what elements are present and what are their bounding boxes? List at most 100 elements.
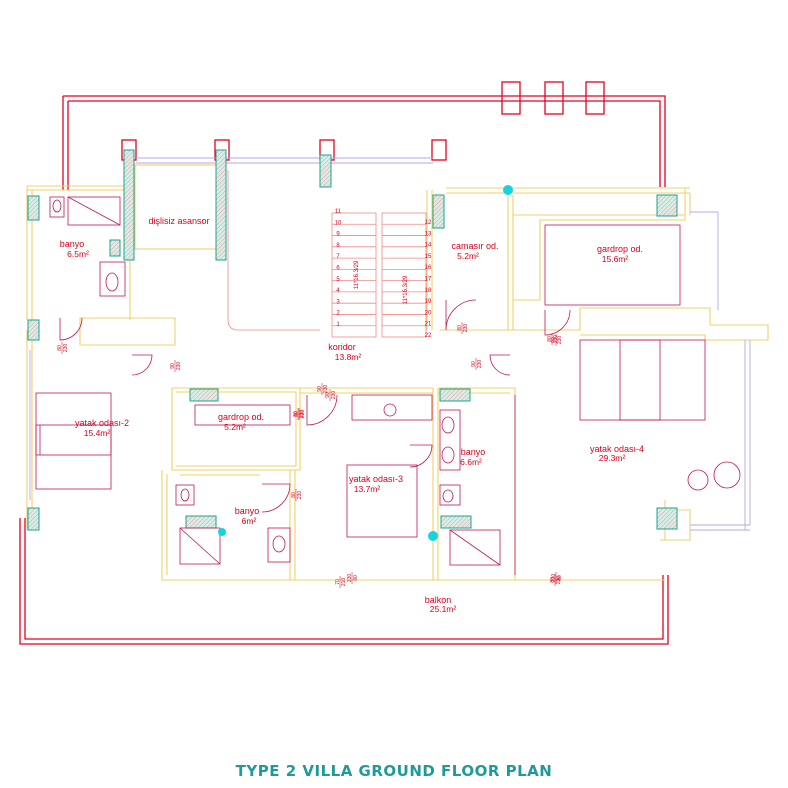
stair-step-number: 12 (425, 220, 432, 226)
door-tag-top: 90 (170, 363, 176, 369)
stair-step-number: 19 (425, 299, 432, 305)
glass-lines (29, 211, 751, 531)
room-area: 15.6m² (602, 254, 629, 264)
stair-step-number: 1 (336, 322, 340, 328)
stair-step-number: 7 (336, 254, 340, 260)
door-tag-top: 80 (550, 577, 556, 583)
room-name: gardrop od. (597, 244, 643, 254)
door-tag-bottom: 230 (553, 335, 559, 344)
door-tag-bottom: 80 (557, 575, 563, 581)
door-tag-bottom: 230 (557, 336, 563, 345)
stair-step-number: 16 (425, 265, 432, 271)
stair-step-number: 10 (335, 220, 342, 226)
door-tag-bottom: 230 (299, 410, 305, 419)
room-area: 5.2m² (224, 422, 246, 432)
door-tag-top: 90 (471, 361, 477, 367)
door-tag-bottom: 230 (331, 391, 337, 400)
door-tag-bottom: 230 (176, 362, 182, 371)
stair-dimension-left: 11*16.3/29 (354, 260, 360, 289)
door-tag-top: 90 (317, 386, 323, 392)
stair-step-number: 18 (425, 288, 432, 294)
room-name: gardrop od. (218, 412, 264, 422)
stair-step-number: 11 (335, 209, 342, 215)
room-name: banyo (235, 506, 260, 516)
door-tag-bottom: 230 (463, 324, 469, 333)
stair-step-number: 6 (336, 266, 340, 272)
door-tag-bottom: 230 (63, 344, 69, 353)
stair-step-number: 22 (425, 333, 432, 339)
stair-dimensions: 11*16.3/29 11*16.3/29 (354, 260, 409, 304)
door-tag-top: 230 (347, 574, 353, 583)
stair-step-number: 2 (336, 311, 340, 317)
door-tag-top: 80 (457, 325, 463, 331)
door-tag-top: 80 (291, 492, 297, 498)
room-name: yatak odası-4 (590, 444, 644, 454)
room-area: 6.6m² (460, 457, 482, 467)
door-tag-top: 90 (325, 392, 331, 398)
room-name: balkon (425, 595, 452, 605)
stair-step-number: 17 (425, 277, 432, 283)
door-tag-top: 90 (551, 337, 557, 343)
room-name: camasır od. (451, 241, 498, 251)
stair-step-number: 8 (336, 243, 340, 249)
door-tag-bottom: 230 (297, 491, 303, 500)
stair-step-number: 9 (336, 232, 340, 238)
door-tag-bottom: 210 (341, 578, 347, 587)
stair-step-number: 15 (425, 254, 432, 260)
stair-step-number: 4 (336, 288, 340, 294)
door-tag-top: 80 (294, 411, 300, 417)
stair-step-number: 3 (336, 299, 340, 305)
door-tag-bottom: 230 (323, 385, 329, 394)
staircase (331, 212, 427, 338)
markers (218, 185, 513, 541)
stair-step-number: 21 (425, 322, 432, 328)
room-area: 25.1m² (430, 604, 457, 614)
room-name: banyo (461, 447, 486, 457)
room-area: 29.3m² (599, 453, 626, 463)
room-area: 6m² (242, 516, 257, 526)
floor-plan-drawing: banyo 6.5m² dişlisiz asansor camasır od.… (19, 81, 769, 645)
door-tag-bottom: 230 (556, 576, 562, 585)
room-area: 6.5m² (67, 249, 89, 259)
door-tag-top: 80 (547, 336, 553, 342)
door-tag-bottom: 230 (477, 360, 483, 369)
room-name: koridor (328, 342, 356, 352)
door-tag-top: 230 (551, 574, 557, 583)
room-name: yatak odası-3 (349, 474, 403, 484)
door-tag-bottom: 230 (300, 410, 306, 419)
outer-walls (19, 81, 669, 645)
room-name: banyo (60, 239, 85, 249)
door-tag-bottom: 80 (353, 575, 359, 581)
room-name: yatak odası-2 (75, 418, 129, 428)
page-title: TYPE 2 VILLA GROUND FLOOR PLAN (235, 762, 553, 780)
stair-step-number: 13 (425, 231, 432, 237)
door-tag-top: 80 (293, 411, 299, 417)
room-area: 13.7m² (354, 484, 381, 494)
room-area: 13.8m² (335, 352, 362, 362)
door-swings (59, 299, 571, 513)
door-tag-top: 80 (57, 345, 63, 351)
stair-dimension-right: 11*16.3/29 (403, 275, 409, 304)
columns (27, 149, 678, 531)
stair-step-number: 20 (425, 310, 432, 316)
door-tag-top: 70 (335, 579, 341, 585)
room-area: 15.4m² (84, 428, 111, 438)
stair-step-number: 5 (336, 277, 340, 283)
elevator-shaft (121, 139, 447, 331)
